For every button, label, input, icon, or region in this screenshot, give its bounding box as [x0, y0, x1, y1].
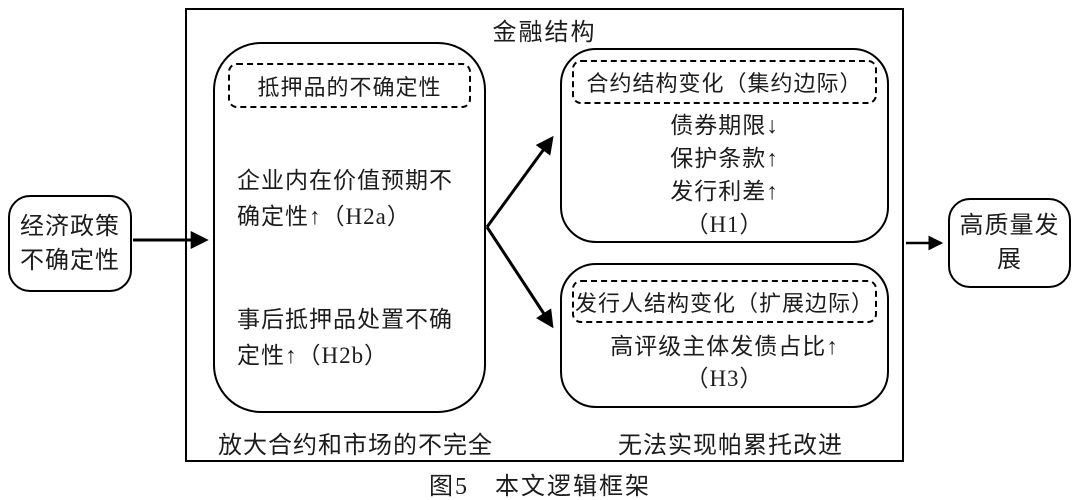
h2b-line1: 事后抵押品处置不确 — [237, 307, 453, 332]
no-pareto-improvement-label: 无法实现帕累托改进 — [618, 433, 843, 459]
figure-caption: 图5 本文逻辑框架 — [429, 474, 651, 500]
hqd-label: 高质量发展 — [959, 213, 1060, 273]
issue-spread-line: 发行利差↑ — [670, 179, 779, 204]
issuer-header-label: 发行人结构变化（扩展边际） — [574, 290, 874, 316]
issuer-structure-header: 发行人结构变化（扩展边际） — [572, 280, 877, 323]
contract-structure-effects: 债券期限↓ 保护条款↑ 发行利差↑ （H1） — [560, 109, 889, 241]
epu-label-line2: 不确定性 — [20, 247, 120, 274]
financial-structure-frame — [185, 8, 904, 462]
h2a-hypothesis-text: 企业内在价值预期不 确定性↑（H2a） — [237, 163, 453, 235]
h1-label: （H1） — [685, 212, 764, 237]
amplify-incompleteness-label: 放大合约和市场的不完全 — [218, 433, 493, 459]
high-quality-development-node: 高质量发展 — [948, 198, 1071, 288]
contract-header-label: 合约结构变化（集约边际） — [586, 71, 863, 96]
collateral-header-label: 抵押品的不确定性 — [257, 74, 442, 100]
h3-label: （H3） — [685, 366, 764, 391]
economic-policy-uncertainty-label: 经济政策 不确定性 — [10, 197, 130, 290]
protective-covenant-line: 保护条款↑ — [670, 146, 779, 171]
collateral-uncertainty-header: 抵押品的不确定性 — [228, 63, 471, 108]
issuer-structure-effects: 高评级主体发债占比↑ （H3） — [560, 331, 889, 395]
epu-label-line1: 经济政策 — [20, 213, 120, 240]
h2b-line2: 定性↑（H2b） — [237, 343, 389, 368]
h2a-line1: 企业内在价值预期不 — [237, 168, 453, 193]
h2b-hypothesis-text: 事后抵押品处置不确 定性↑（H2b） — [237, 302, 453, 374]
high-rating-share-line: 高评级主体发债占比↑ — [610, 334, 839, 359]
high-quality-development-label: 高质量发展 — [950, 200, 1069, 286]
h2a-line2: 确定性↑（H2a） — [237, 204, 411, 229]
financial-structure-title: 金融结构 — [492, 20, 597, 46]
bond-maturity-line: 债券期限↓ — [670, 113, 779, 138]
contract-structure-header: 合约结构变化（集约边际） — [572, 60, 877, 104]
economic-policy-uncertainty-node: 经济政策 不确定性 — [8, 195, 132, 292]
